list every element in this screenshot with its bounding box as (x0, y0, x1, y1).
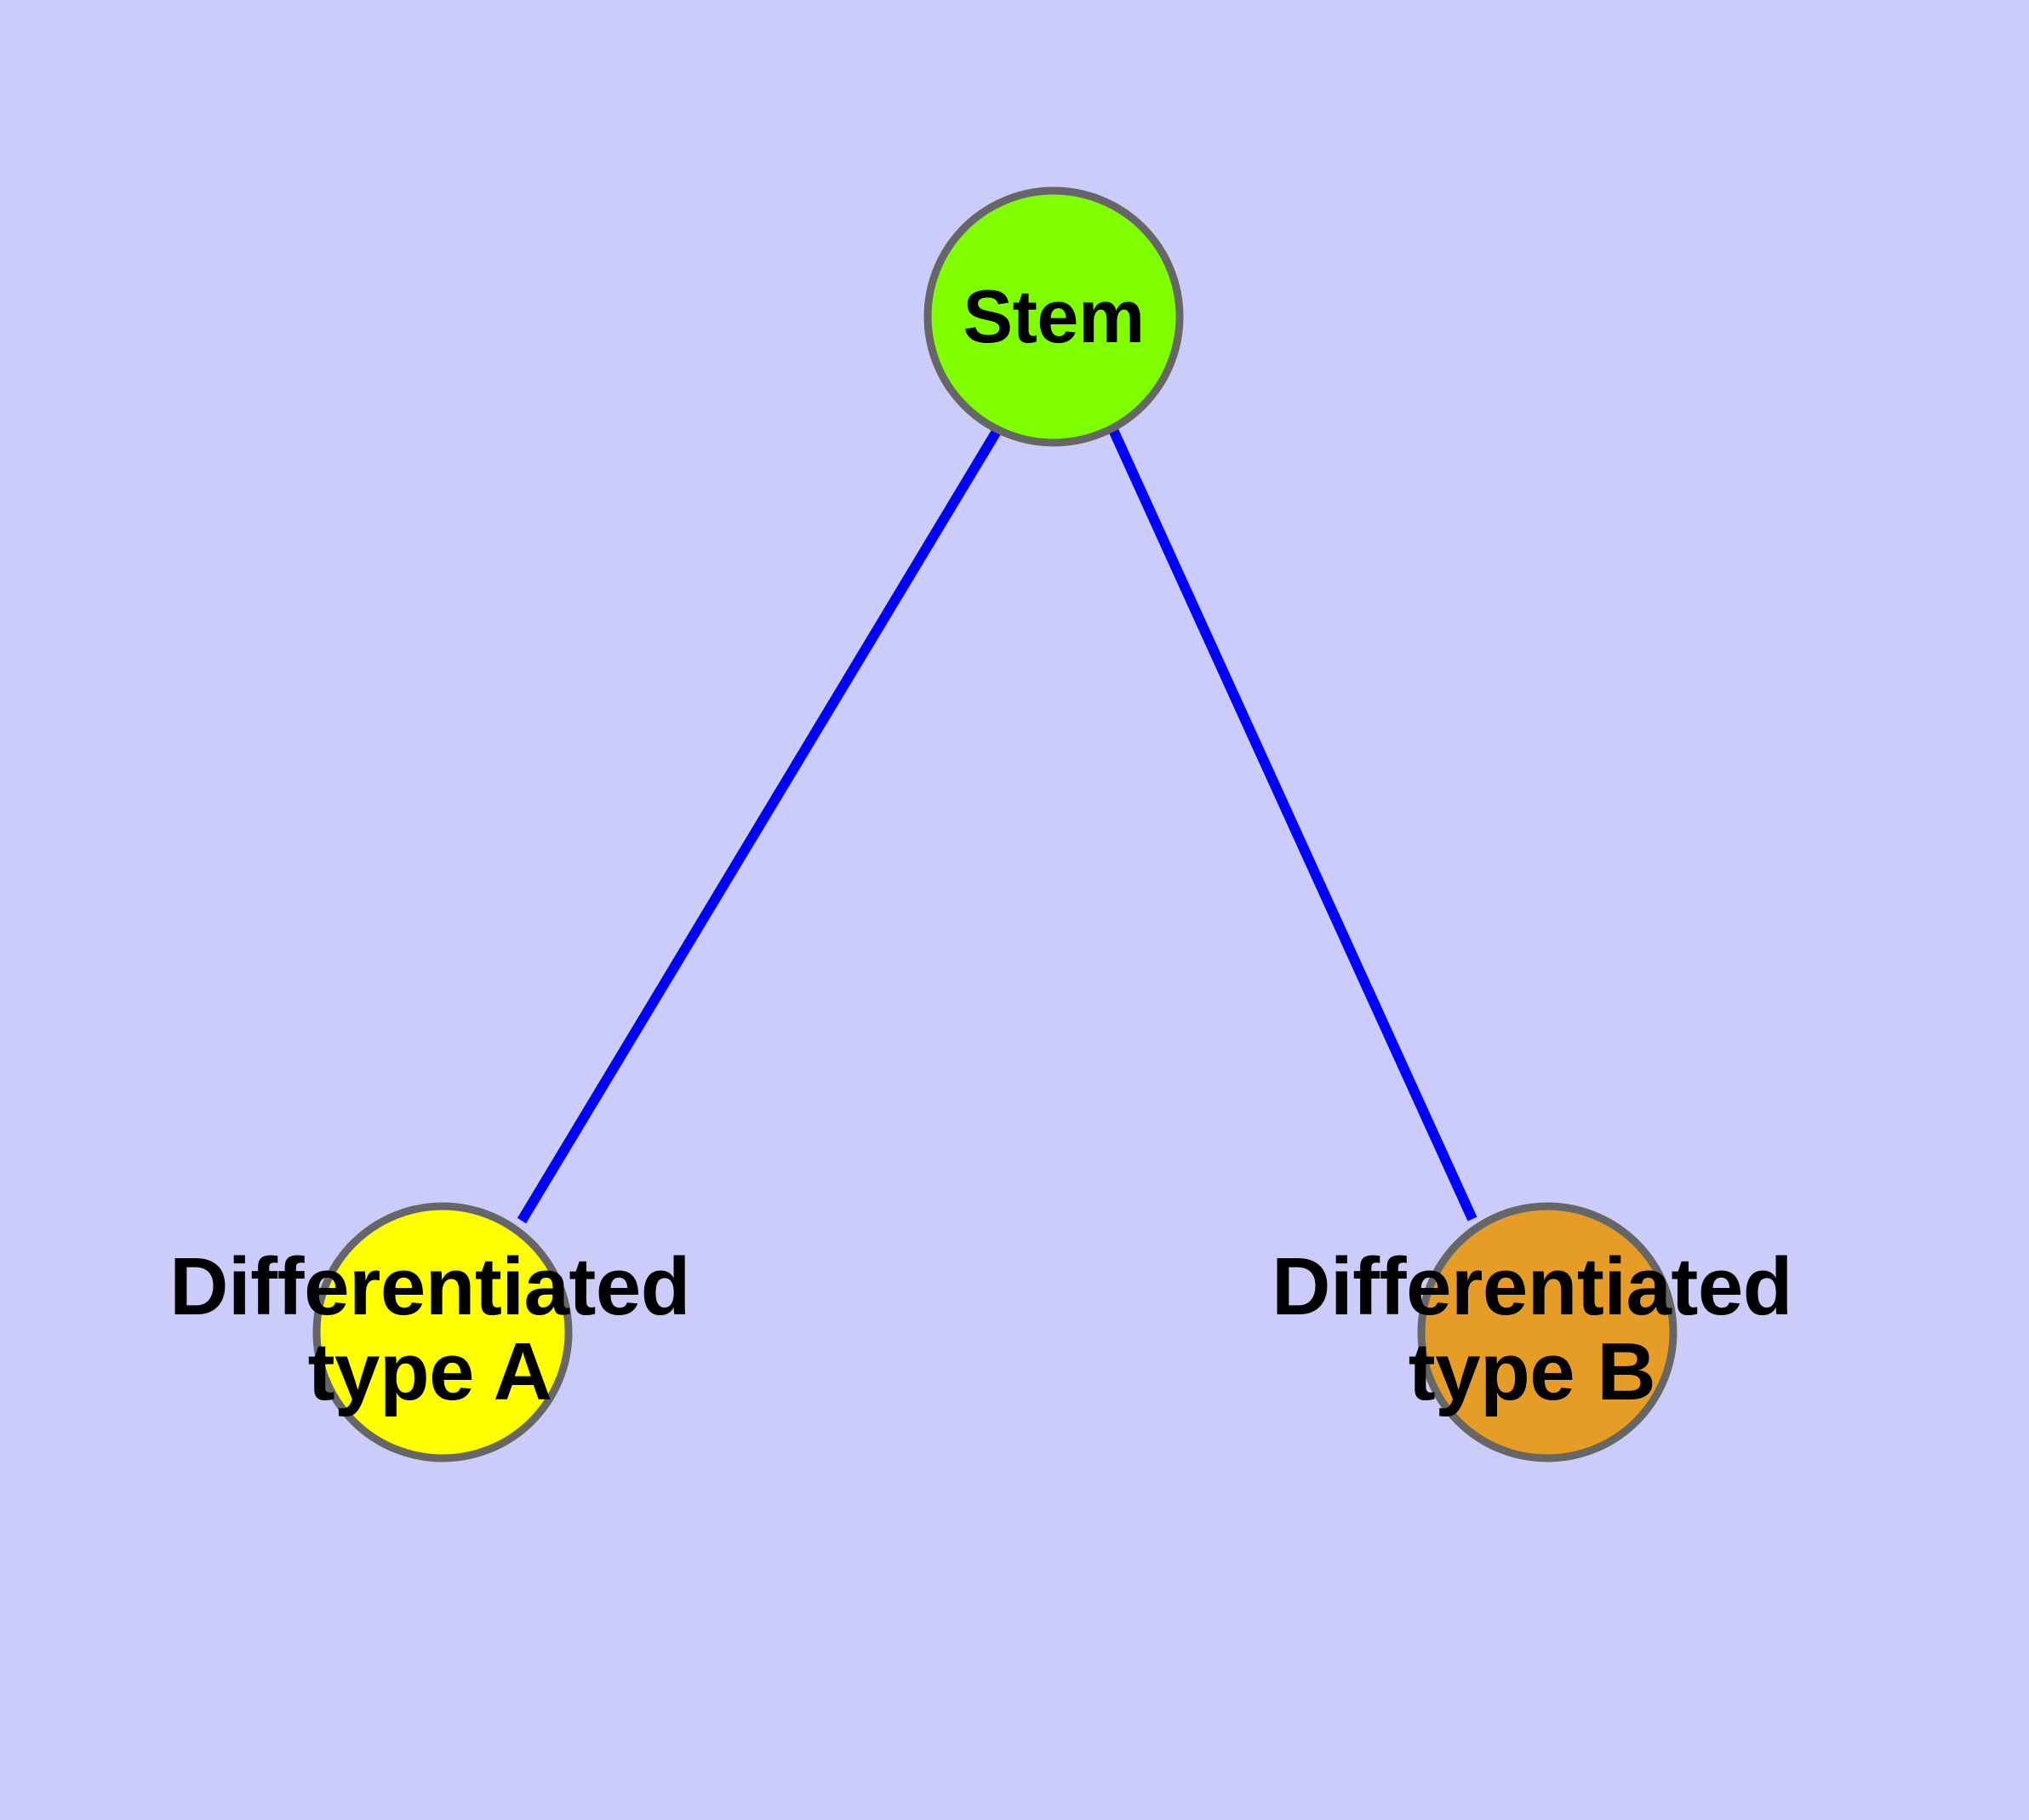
edge-stem-to-type-a (517, 426, 1003, 1224)
edge-layer (517, 426, 1477, 1224)
node-layer (312, 186, 1677, 1462)
node-type-a[interactable] (312, 1202, 573, 1462)
node-stem[interactable] (923, 186, 1184, 447)
edge-stem-to-type-b (1108, 427, 1477, 1222)
node-type-b[interactable] (1417, 1202, 1677, 1462)
